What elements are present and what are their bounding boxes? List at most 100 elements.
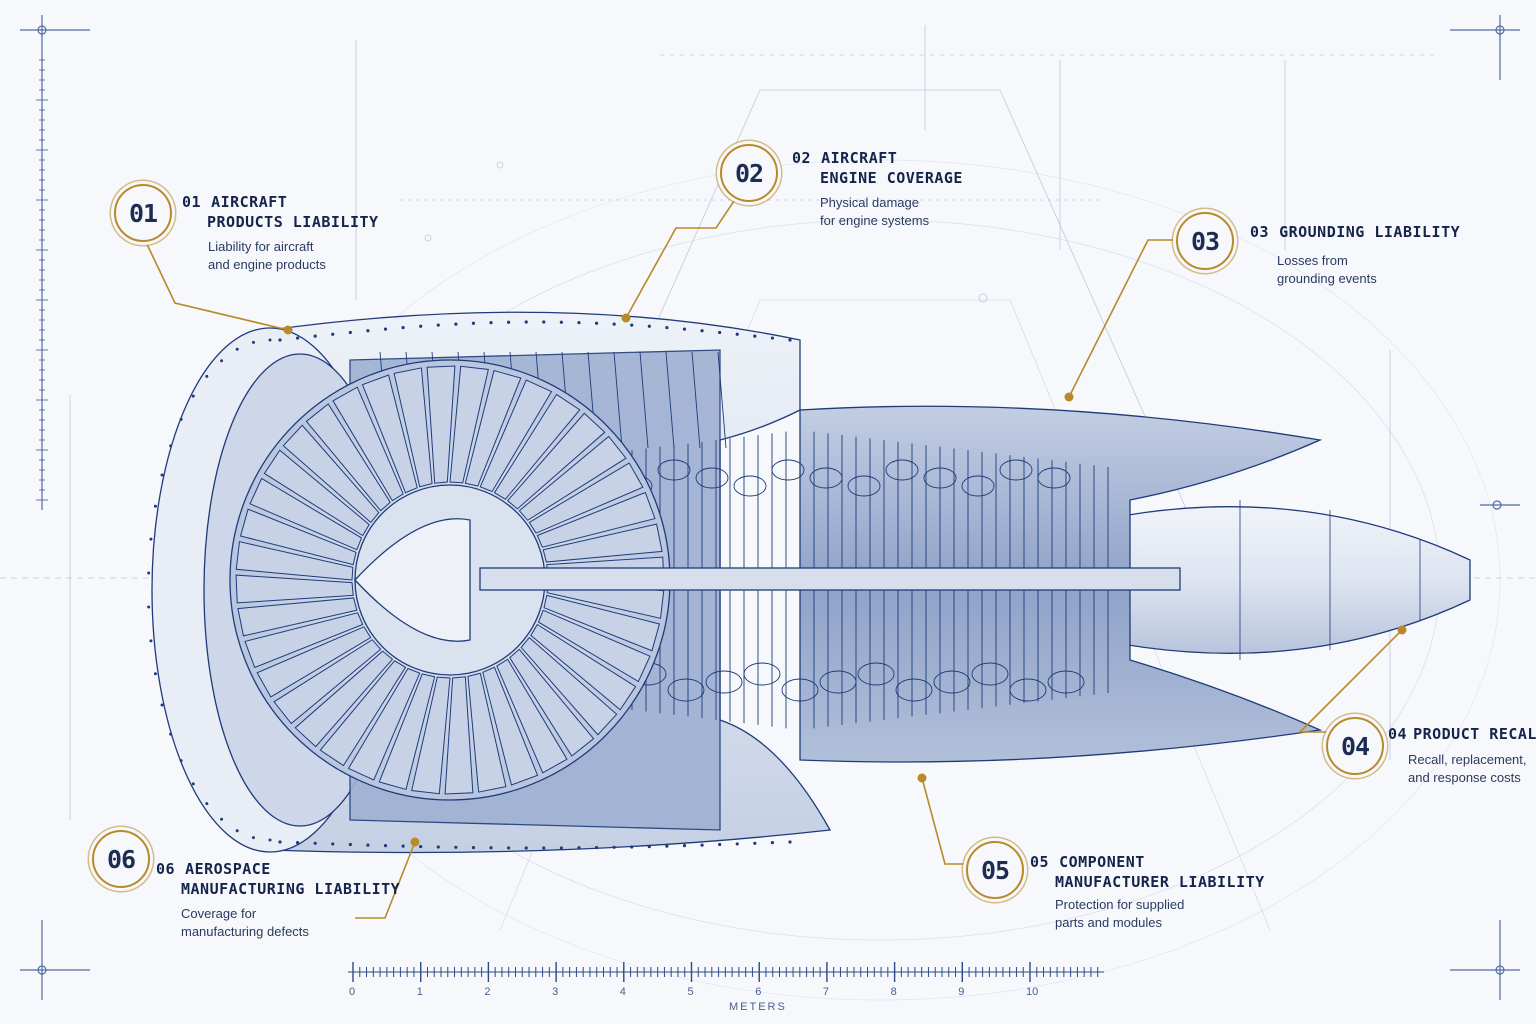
- rivet: [149, 537, 153, 541]
- rivet: [331, 332, 335, 336]
- rivet: [401, 844, 405, 848]
- scale-tick-label: 2: [484, 986, 491, 998]
- callout-title-line: ENGINE COVERAGE: [820, 169, 963, 187]
- scale-tick-label: 10: [1026, 986, 1039, 998]
- callout-number: 05: [1030, 853, 1050, 871]
- rivet: [179, 417, 183, 421]
- rivet: [507, 320, 511, 324]
- callout-title-03: 03 GROUNDING LIABILITY: [1250, 222, 1460, 242]
- rivet: [295, 336, 300, 340]
- rivet: [348, 330, 352, 335]
- callout-desc-06: Coverage for manufacturing defects: [181, 905, 309, 941]
- rivet: [630, 323, 634, 327]
- fan-blade: [467, 672, 507, 793]
- pipe-detail: [771, 459, 805, 481]
- pipe-detail: [895, 678, 933, 702]
- callout-desc-line: Physical damage: [820, 195, 919, 210]
- rivet: [179, 759, 183, 763]
- fan-blade: [256, 626, 372, 698]
- rivet: [577, 846, 581, 850]
- rivet: [169, 444, 173, 448]
- rivet: [366, 329, 370, 333]
- rivet: [471, 321, 476, 325]
- rivet: [220, 817, 224, 821]
- rivet: [788, 840, 792, 844]
- rivet: [594, 321, 599, 325]
- callout-badge-02: 02: [720, 144, 778, 202]
- callout-desc-04: Recall, replacement, and response costs: [1408, 751, 1527, 787]
- callout-desc-02: Physical damage for engine systems: [820, 194, 929, 230]
- rivet: [542, 320, 546, 324]
- rivet: [665, 844, 669, 848]
- rivet: [788, 338, 792, 342]
- callout-desc-line: Liability for aircraft: [208, 239, 314, 254]
- callout-desc-line: and response costs: [1408, 770, 1521, 785]
- fan-blade: [426, 365, 456, 484]
- rivet: [647, 844, 651, 849]
- scale-bar: [348, 962, 1104, 982]
- callout-desc-line: Recall, replacement,: [1408, 752, 1527, 767]
- callout-title-line: PRODUCT RECALL: [1413, 725, 1536, 743]
- pipe-detail: [743, 662, 781, 686]
- rivet: [191, 782, 195, 786]
- pipe-detail: [933, 670, 971, 694]
- vane-line: [665, 351, 675, 449]
- rivet: [220, 359, 224, 363]
- rivet: [383, 327, 388, 331]
- rivet: [489, 321, 493, 325]
- rivet: [612, 322, 616, 326]
- pipe-detail: [781, 678, 819, 702]
- rivet: [735, 842, 739, 846]
- pipe-detail: [657, 459, 691, 481]
- vane-line: [613, 351, 623, 449]
- pipe-detail: [705, 670, 743, 694]
- pipe-detail: [1047, 670, 1085, 694]
- callout-title-line: MANUFACTURER LIABILITY: [1055, 873, 1265, 891]
- fan-blade: [509, 648, 595, 757]
- fan-blade: [444, 676, 474, 795]
- frame-markers: [20, 15, 1520, 1000]
- rivet: [630, 845, 634, 849]
- fan-blade: [393, 367, 433, 488]
- callout-number: 03: [1250, 223, 1270, 241]
- fan-blade: [361, 374, 418, 494]
- pipe-detail: [847, 475, 881, 497]
- fan-blade: [319, 660, 407, 767]
- pipe-detail: [1009, 678, 1047, 702]
- rivet: [251, 340, 255, 344]
- callout-badge-06: 06: [92, 830, 150, 888]
- fan-blade: [263, 449, 370, 537]
- fan-blade: [520, 636, 618, 736]
- callout-title-line: AEROSPACE: [185, 860, 271, 878]
- callout-number: 06: [156, 860, 176, 878]
- pipe-detail: [885, 459, 919, 481]
- rivet: [507, 846, 511, 850]
- vane-line: [717, 351, 727, 449]
- rivet: [577, 321, 581, 325]
- rivet: [153, 672, 157, 676]
- scale-tick-label: 8: [890, 986, 897, 998]
- callout-title-line: GROUNDING LIABILITY: [1279, 223, 1461, 241]
- callout-title-line: AIRCRAFT: [211, 193, 288, 211]
- fan-blade: [239, 508, 357, 566]
- rivet: [383, 844, 388, 848]
- leader-dots: [283, 313, 1407, 847]
- rivet: [489, 846, 493, 850]
- rivet: [594, 845, 599, 850]
- rivet: [295, 841, 300, 845]
- callout-desc-line: Losses from: [1277, 253, 1348, 268]
- pipe-detail: [733, 475, 767, 497]
- leader-lines: [144, 197, 1403, 919]
- fan-blade: [506, 412, 606, 510]
- scale-tick-label: 3: [552, 986, 559, 998]
- rivet: [235, 347, 239, 351]
- callout-desc-line: manufacturing defects: [181, 924, 309, 939]
- pipe-detail: [857, 662, 895, 686]
- fan-blade: [482, 666, 539, 786]
- rivet: [559, 320, 563, 324]
- fan-blade: [244, 612, 364, 669]
